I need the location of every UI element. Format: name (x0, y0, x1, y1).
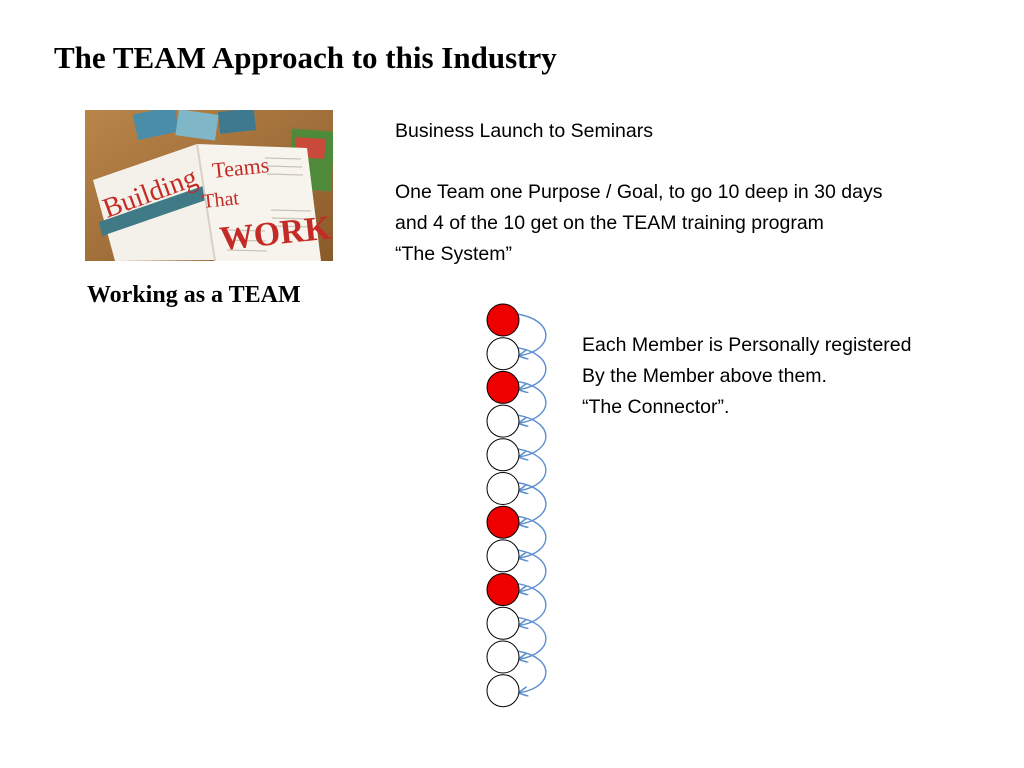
member-node-highlighted (486, 505, 520, 539)
member-node-highlighted (486, 303, 520, 337)
member-node-highlighted (486, 370, 520, 404)
magazine-left-page (93, 144, 215, 261)
member-chain-diagram (486, 303, 547, 708)
connector-arrow (516, 481, 547, 525)
launch-line-4: “The System” (395, 243, 513, 265)
connector-arrow (516, 549, 547, 592)
launch-line-2: One Team one Purpose / Goal, to go 10 de… (395, 181, 883, 203)
member-node-highlighted (486, 573, 520, 607)
connector-arrow (516, 515, 547, 558)
launch-text-block: Business Launch to Seminars One Team one… (395, 116, 882, 270)
member-node (486, 640, 520, 674)
connector-arrow (516, 414, 547, 457)
launch-line-1: Business Launch to Seminars (395, 120, 653, 142)
member-node (486, 438, 520, 472)
connector-line-3: “The Connector”. (582, 396, 730, 418)
member-node (486, 337, 520, 371)
book-photo: Building Teams That WORK (85, 110, 333, 261)
magazine-right-page (197, 144, 321, 261)
member-node (486, 606, 520, 640)
connector-arrow (516, 650, 547, 693)
member-node (486, 404, 520, 438)
connector-arrow (516, 380, 547, 423)
book-word-teams: Teams (211, 152, 270, 183)
connector-arrow (516, 347, 547, 390)
member-node (486, 674, 520, 708)
member-node (486, 472, 520, 505)
member-node (486, 539, 520, 573)
connector-arrow (516, 313, 547, 356)
connector-arrow (516, 448, 547, 491)
photo-caption: Working as a TEAM (87, 282, 301, 308)
connector-line-1: Each Member is Personally registered (582, 334, 912, 356)
connector-arrow (516, 582, 547, 626)
connector-text-block: Each Member is Personally registered By … (582, 330, 911, 423)
slide-title: The TEAM Approach to this Industry (54, 40, 557, 75)
scattered-photos (132, 110, 333, 192)
book-word-that: That (201, 187, 240, 213)
launch-line-3: and 4 of the 10 get on the TEAM training… (395, 212, 824, 234)
connector-arrow (516, 616, 547, 659)
connector-line-2: By the Member above them. (582, 365, 827, 387)
